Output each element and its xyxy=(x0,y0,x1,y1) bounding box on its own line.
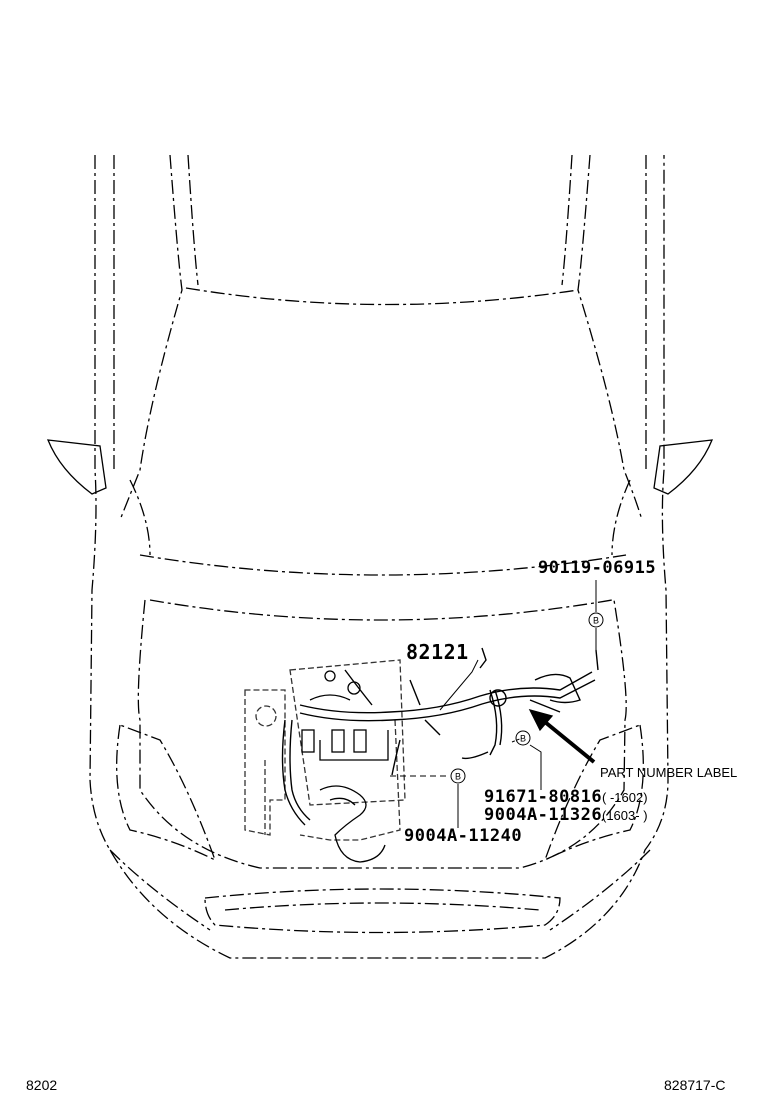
engine-components xyxy=(244,659,406,841)
footer-left-code: 8202 xyxy=(26,1077,58,1093)
engine-block xyxy=(301,670,389,863)
vehicle-body-outline xyxy=(89,154,669,959)
reference-markers xyxy=(450,612,604,784)
callout-bolt-top: 90119-06915 xyxy=(538,558,657,578)
callout-part-number-label: PART NUMBER LABEL xyxy=(600,765,738,780)
ref-marker-bottom xyxy=(450,768,466,784)
callout-clamp-a: 91671-80816 xyxy=(484,787,603,807)
callout-bolt-bottom: 9004A-11240 xyxy=(404,826,523,846)
ref-marker-middle-text: B xyxy=(520,734,526,744)
leader-lines xyxy=(390,580,597,828)
footer-right-code: 828717-C xyxy=(664,1077,726,1093)
ref-marker-middle xyxy=(515,730,531,746)
callout-clamp-a-range: ( -1602) xyxy=(602,790,648,805)
part-number-label-arrow xyxy=(528,708,596,764)
callout-clamp-b-range: (1603- ) xyxy=(602,808,648,823)
callout-clamp-b: 9004A-11326 xyxy=(484,805,603,825)
ref-marker-top xyxy=(588,612,604,628)
ref-marker-top-text: B xyxy=(593,616,599,626)
side-mirrors xyxy=(46,439,714,495)
ref-marker-bottom-text: B xyxy=(455,772,461,782)
callout-harness: 82121 xyxy=(406,640,469,664)
engine-wire-harness xyxy=(281,647,599,826)
